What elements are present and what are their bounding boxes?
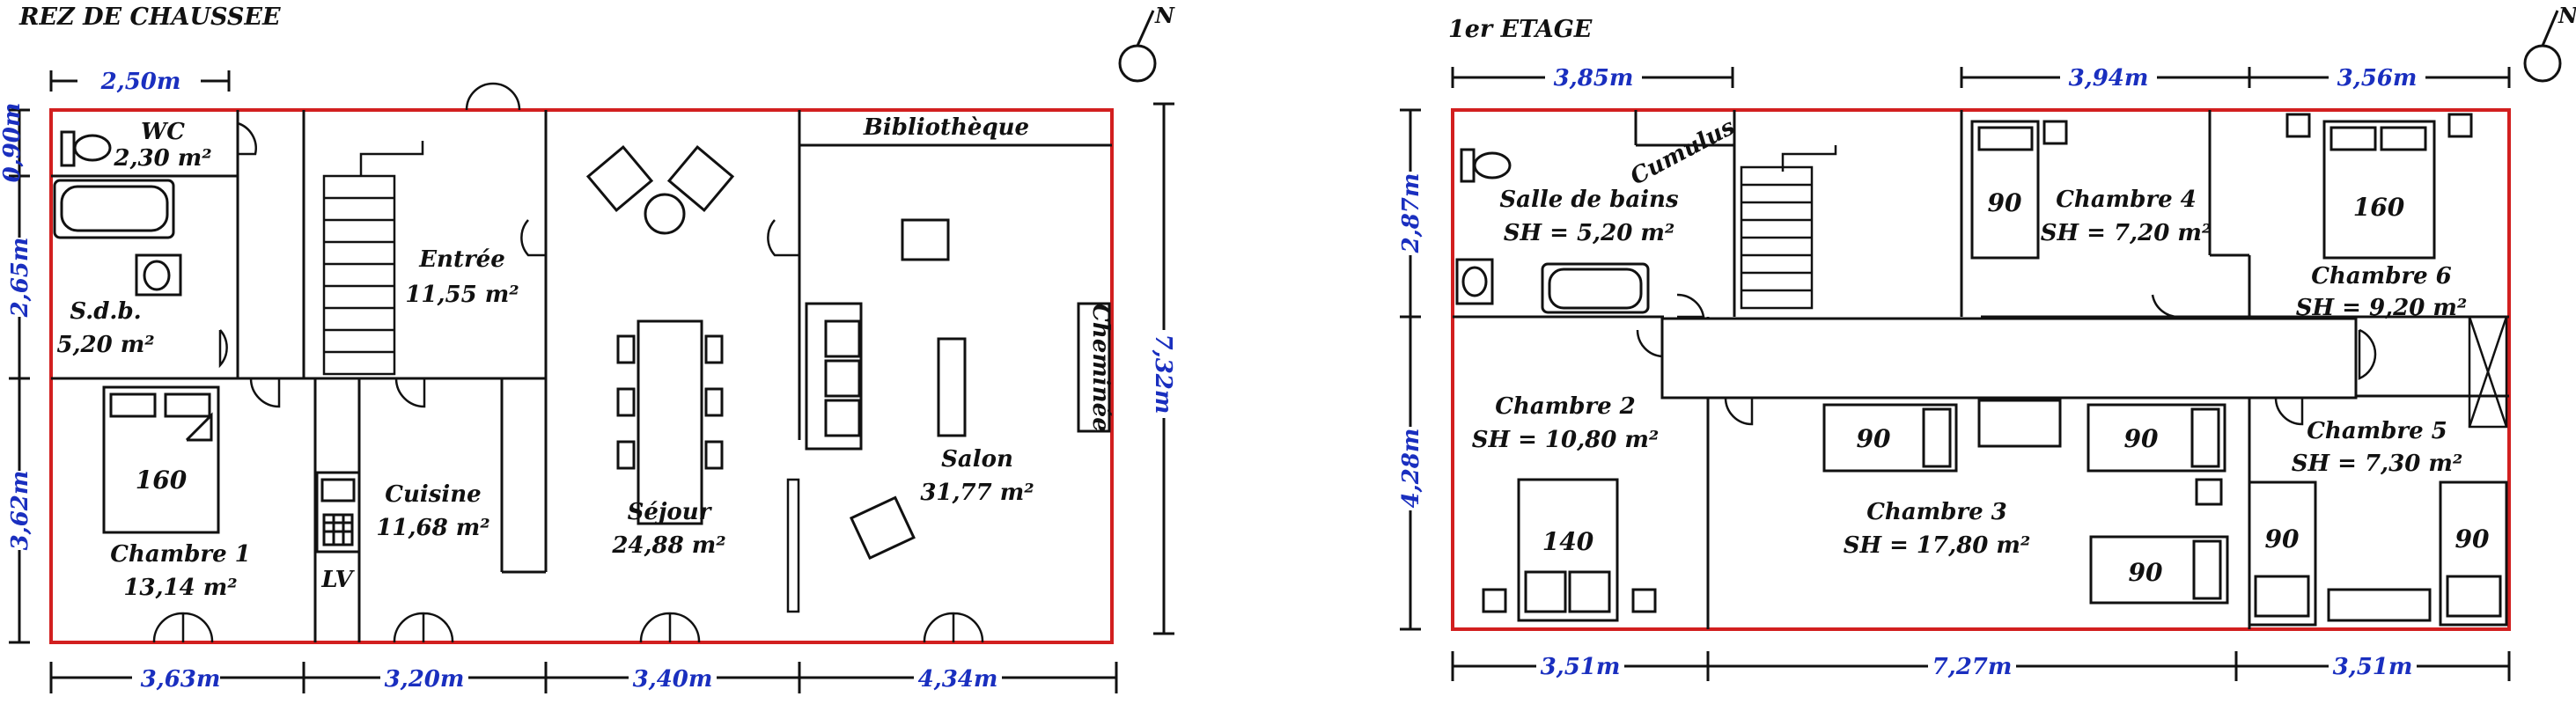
- first-north-label: N: [2558, 3, 2576, 28]
- ground-bed-160-label: 160: [136, 466, 188, 495]
- ground-outer-wall: [49, 108, 1114, 644]
- ground-dim-right: 7,32m: [1150, 334, 1176, 414]
- ground-north-label: N: [1154, 3, 1175, 28]
- ground-dim-bottom-4: 4,34m: [918, 666, 998, 693]
- first-dim-top-2: 3,94m: [2069, 65, 2149, 92]
- ground-sejour-armchairs: [585, 145, 916, 561]
- ground-sejour-area: 24,88 m²: [611, 532, 725, 559]
- ground-dining-table: [616, 319, 724, 525]
- ground-wc-name: WC: [141, 119, 185, 145]
- ground-salon-area: 31,77 m²: [920, 480, 1034, 506]
- first-ch2-name: Chambre 2: [1495, 393, 1636, 420]
- ground-doors: [152, 82, 984, 643]
- first-sdb-area: SH = 5,20 m²: [1504, 220, 1675, 246]
- first-floor-plan: 1er ETAGE: [1398, 3, 2576, 681]
- first-corridor: [1660, 317, 2358, 400]
- ground-lv-label: LV: [320, 567, 355, 593]
- ground-chambre1-name: Chambre 1: [110, 541, 251, 568]
- first-dim-bottom-2: 7,27m: [1932, 654, 2013, 680]
- ground-entree-name: Entrée: [418, 246, 505, 273]
- ground-sdb-name: S.d.b.: [70, 298, 141, 325]
- first-dim-top-1-bg: [1545, 65, 1642, 90]
- first-ch3-name: Chambre 3: [1866, 499, 2007, 525]
- first-dim-bottom-2-bg: [1928, 655, 2016, 678]
- ground-dim-bottom-2-bg: [380, 667, 468, 690]
- first-dim-bottom-3: 3,51m: [2333, 654, 2413, 680]
- first-ch4-name: Chambre 4: [2056, 187, 2197, 213]
- ground-dim-bottom-3-bg: [629, 667, 717, 690]
- first-bed-ch6: 160: [2353, 193, 2405, 222]
- first-outer-wall: [1451, 108, 2511, 631]
- ground-floor-title: REZ DE CHAUSSEE: [18, 4, 281, 31]
- ground-chambre1-area: 13,14 m²: [123, 575, 237, 601]
- ground-dim-right-bg: [1152, 330, 1176, 418]
- first-dim-top-3-bg: [2329, 65, 2425, 90]
- ground-interior-walls: [51, 110, 1112, 642]
- ground-entree-area: 11,55 m²: [405, 282, 519, 308]
- ground-salon-name: Salon: [941, 446, 1013, 473]
- first-dim-left-1-bg: [1398, 172, 1423, 255]
- ground-dim-bottom-1: 3,63m: [141, 666, 221, 693]
- first-bed-ch2: 140: [1542, 527, 1594, 556]
- first-bed-ch3-c: 90: [2129, 558, 2163, 587]
- first-beds: [1482, 113, 2508, 627]
- ground-dim-left-2-bg: [7, 238, 32, 317]
- ground-dim-left-2: 2,65m: [7, 238, 33, 319]
- first-stairs: [1740, 145, 1837, 310]
- first-dim-top-2-bg: [2060, 65, 2157, 90]
- ground-floor-plan: REZ DE CHAUSSEE: [0, 3, 1176, 693]
- ground-cheminee-label: Cheminée: [1087, 304, 1114, 432]
- ground-dim-bottom-1-bg: [132, 667, 220, 690]
- ground-dim-top: 2,50m: [100, 69, 181, 95]
- first-ch6-name: Chambre 6: [2311, 263, 2452, 290]
- ground-kitchen-sink: [315, 471, 361, 554]
- ground-wc-area: 2,30 m²: [113, 145, 211, 172]
- ground-cuisine-area: 11,68 m²: [376, 515, 489, 541]
- first-dim-top-1: 3,85m: [1554, 65, 1634, 92]
- first-ch6-area: SH = 9,20 m²: [2296, 295, 2468, 321]
- ground-stairs: [322, 141, 424, 376]
- ground-bibliotheque-label: Bibliothèque: [863, 114, 1029, 141]
- first-north-arrow-icon: N: [2523, 3, 2576, 83]
- ground-dim-left-3-bg: [7, 471, 32, 550]
- ground-sejour-name: Séjour: [628, 499, 713, 525]
- ground-sdb-area: 5,20 m²: [56, 332, 154, 358]
- first-ch2-area: SH = 10,80 m²: [1472, 427, 1660, 453]
- ground-dim-bottom-4-bg: [914, 667, 1002, 690]
- first-bed-ch3-b: 90: [2124, 424, 2159, 453]
- ground-dim-top-bg: [77, 67, 201, 93]
- ground-wc-fixtures: [53, 130, 182, 297]
- ground-cuisine-name: Cuisine: [385, 481, 481, 508]
- ground-dim-bottom-3: 3,40m: [633, 666, 713, 693]
- first-bathroom-fixtures: [1455, 148, 1650, 314]
- ground-north-arrow-icon: N: [1118, 3, 1175, 83]
- first-dim-left-2-bg: [1398, 427, 1423, 510]
- ground-dim-bottom-2: 3,20m: [385, 666, 465, 693]
- ground-salon-furniture: [805, 218, 1111, 451]
- first-bed-ch5-a: 90: [2265, 524, 2300, 554]
- first-ch3-area: SH = 17,80 m²: [1844, 532, 2031, 559]
- first-cumulus-label: Cumulus: [1626, 114, 1740, 190]
- first-bed-ch4: 90: [1988, 188, 2022, 217]
- first-ch5-name: Chambre 5: [2307, 418, 2447, 444]
- first-floor-title: 1er ETAGE: [1448, 16, 1593, 43]
- first-sdb-name: Salle de bains: [1499, 187, 1679, 213]
- first-dim-bottom-3-bg: [2329, 655, 2417, 678]
- first-ch4-area: SH = 7,20 m²: [2041, 220, 2212, 246]
- ground-dim-left-3: 3,62m: [7, 471, 33, 551]
- first-dim-left-2: 4,28m: [1398, 429, 1424, 509]
- first-dim-top-3: 3,56m: [2337, 65, 2418, 92]
- first-bed-ch3-a: 90: [1857, 424, 1891, 453]
- ground-bed-160: [102, 385, 220, 534]
- first-dim-left-1: 2,87m: [1398, 173, 1424, 254]
- first-doors: [1636, 293, 2508, 429]
- first-dim-bottom-1-bg: [1536, 655, 1624, 678]
- first-ch5-area: SH = 7,30 m²: [2292, 451, 2463, 477]
- first-bed-ch5-b: 90: [2455, 524, 2490, 554]
- first-dim-bottom-1: 3,51m: [1541, 654, 1621, 680]
- ground-dim-left-1: 0,90m: [0, 103, 26, 183]
